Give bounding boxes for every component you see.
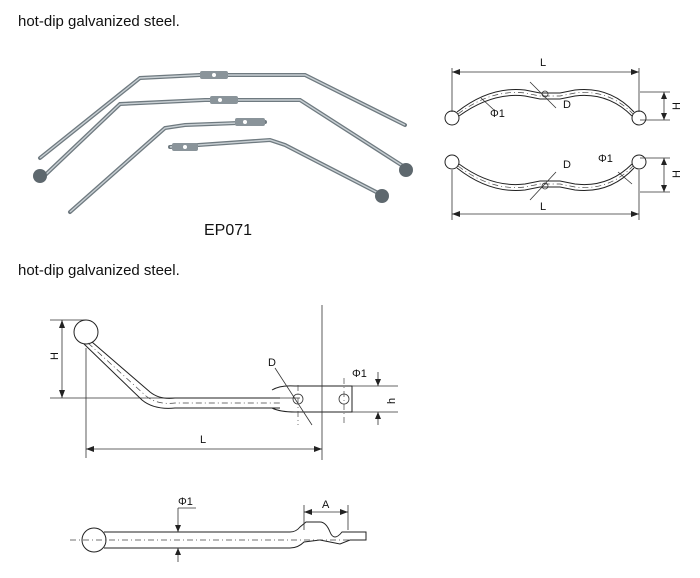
diagram-bottom: Φ1 A — [70, 496, 367, 562]
label-H-middle: H — [49, 352, 61, 360]
end-ring-lower-left — [444, 154, 460, 170]
end-ring-upper-left — [444, 110, 460, 126]
product-photo — [33, 71, 413, 214]
diagram-middle: H D Φ1 h L — [49, 305, 398, 460]
label-A-bottom: A — [322, 499, 330, 511]
end-ring-lower-right — [631, 154, 647, 170]
label-D-upper: D — [563, 99, 571, 111]
label-h-middle: h — [386, 398, 398, 404]
caption-middle: hot-dip galvanized steel. — [18, 262, 180, 279]
rod-back — [38, 71, 407, 160]
label-phi-bottom: Φ1 — [178, 496, 193, 508]
end-ring-upper-right — [631, 110, 647, 126]
rod-front — [68, 118, 389, 214]
caption-top: hot-dip galvanized steel. — [18, 13, 180, 30]
product-code: EP071 — [204, 222, 253, 239]
label-L-upper: L — [540, 57, 546, 69]
end-ball-middle — [73, 319, 99, 345]
label-phi-lower: Φ1 — [598, 153, 613, 165]
label-phi-upper: Φ1 — [490, 108, 505, 120]
label-H-upper: H — [671, 102, 683, 110]
rod-middle — [33, 96, 413, 183]
label-phi-middle: Φ1 — [352, 368, 367, 380]
label-D-middle: D — [268, 357, 276, 369]
label-H-lower: H — [671, 170, 683, 178]
diagram-top-right: L D Φ1 H D Φ1 H — [444, 57, 683, 220]
label-L-middle: L — [200, 434, 206, 446]
label-L-lower: L — [540, 201, 546, 213]
label-D-lower: D — [563, 159, 571, 171]
